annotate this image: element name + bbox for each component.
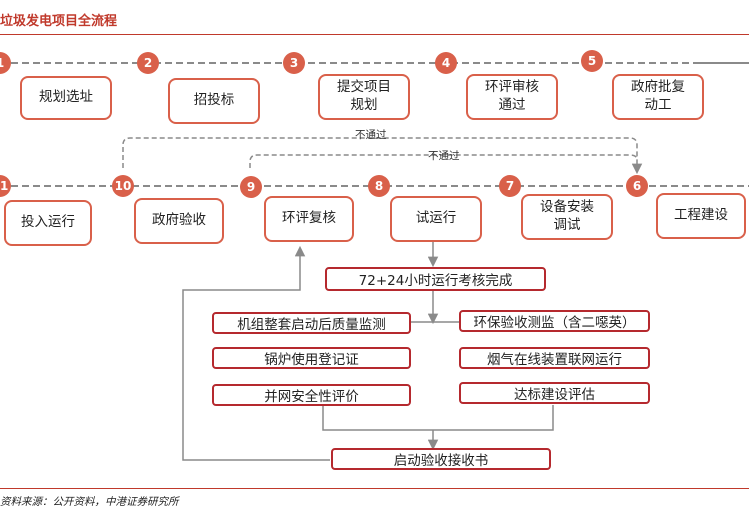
- step-number-8: 8: [368, 175, 390, 197]
- step-box-6: 工程建设: [656, 193, 746, 239]
- step-box-10: 政府验收: [134, 198, 224, 244]
- final-to-review-loop: [182, 245, 330, 461]
- step-number-6: 6: [626, 175, 648, 197]
- step-number-1: 1: [0, 52, 11, 74]
- source-note: 资料来源：公开资料，中港证券研究所: [0, 496, 179, 508]
- step-number-9: 9: [240, 176, 262, 198]
- step-box-9: 环评复核: [264, 196, 354, 242]
- step-number-3: 3: [283, 52, 305, 74]
- step-box-7: 设备安装 调试: [521, 194, 613, 240]
- left-item-boiler-certificate: 锅炉使用登记证: [212, 347, 411, 369]
- step-box-1: 规划选址: [20, 76, 112, 120]
- final-acceptance-box: 启动验收接收书: [331, 448, 551, 470]
- step-box-2: 招投标: [168, 78, 260, 124]
- right-list-merge: [433, 405, 554, 431]
- step-number-2: 2: [137, 52, 159, 74]
- step-box-5: 政府批复 动工: [612, 74, 704, 120]
- page-title: 垃圾发电项目全流程: [0, 14, 118, 29]
- inner-loop-label: 不通过: [428, 150, 460, 162]
- left-item-grid-safety: 并网安全性评价: [212, 384, 411, 406]
- outer-fail-loop: [122, 137, 643, 175]
- step-number-5: 5: [581, 50, 603, 72]
- main-assessment-box: 72+24小时运行考核完成: [325, 267, 546, 291]
- step-number-11: 11: [0, 175, 11, 197]
- left-list-merge: [322, 405, 433, 431]
- step-number-7: 7: [499, 175, 521, 197]
- step-number-10: 10: [112, 175, 134, 197]
- step-number-4: 4: [435, 52, 457, 74]
- step-box-8: 试运行: [390, 196, 482, 242]
- outer-loop-label: 不通过: [355, 129, 387, 141]
- left-item-quality-monitoring: 机组整套启动后质量监测: [212, 312, 411, 334]
- step-box-11: 投入运行: [4, 200, 92, 246]
- step-box-3: 提交项目 规划: [318, 74, 410, 120]
- title-divider: [0, 34, 749, 35]
- right-item-env-acceptance: 环保验收测监（含二噁英）: [459, 310, 650, 332]
- right-item-standard-evaluation: 达标建设评估: [459, 382, 650, 404]
- inner-fail-loop: [249, 154, 638, 168]
- step-box-4: 环评审核 通过: [466, 74, 558, 120]
- footer-divider: [0, 488, 749, 489]
- right-item-flue-gas-online: 烟气在线装置联网运行: [459, 347, 650, 369]
